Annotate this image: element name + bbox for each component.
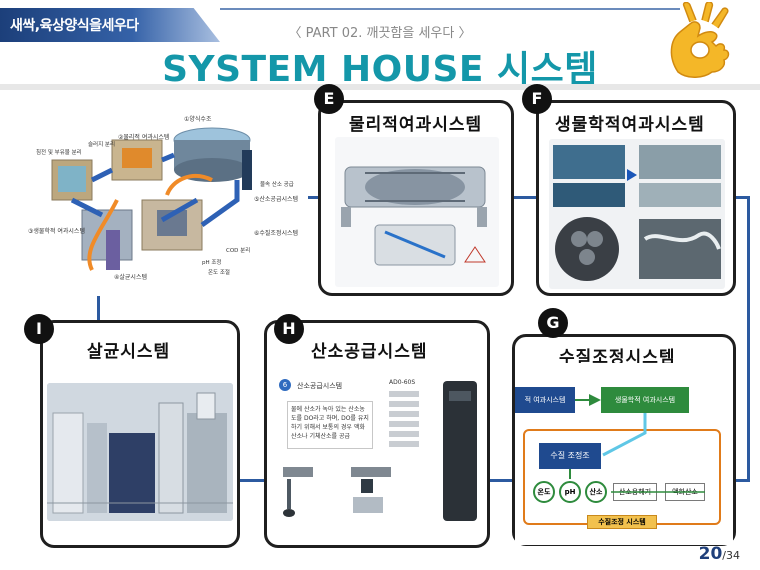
overview-note-1: 물속 산소 공급 — [260, 182, 294, 188]
physical-filter-box: 적 여과시스템 — [515, 387, 575, 413]
panel-title: 산소공급시스템 — [311, 342, 428, 362]
brand-text: 새싹,육상양식을세우다 — [10, 18, 139, 34]
panel-title: 생물학적여과시스템 — [555, 115, 705, 135]
liquid-oxygen-box: 액화산소 — [665, 483, 705, 501]
brand-tab: 새싹,육상양식을세우다 — [0, 8, 220, 42]
connector-line — [240, 479, 264, 482]
badge-e: E — [314, 84, 344, 114]
badge-g: G — [538, 308, 568, 338]
connector-line — [514, 196, 536, 199]
connector-line — [736, 196, 750, 199]
connector-line — [736, 479, 750, 482]
sensor-oxygen: 산소 — [585, 481, 607, 503]
header-divider — [0, 84, 760, 90]
oxygen-description: 물에 산소가 녹아 있는 산소농도를 DO라고 하며, DO를 유지하기 위해서… — [287, 401, 373, 449]
sensor-temp: 온도 — [533, 481, 555, 503]
drum-filter-image — [335, 137, 499, 287]
sterilizer-photo — [47, 383, 233, 521]
badge-f: F — [522, 84, 552, 114]
panel-water-quality: 수질조정시스템 적 여과시스템 생물학적 여과시스템 수질 조정조 온도 pH … — [512, 334, 736, 546]
panel-physical-filtration: 물리적여과시스템 — [318, 100, 514, 296]
overview-note-6: 침전 및 부유물 분리 — [36, 150, 82, 156]
panel-sterilization: 살균시스템 — [40, 320, 240, 548]
dissolver-box: 산소용해기 — [613, 483, 657, 501]
overview-label-6: ⑥수질조정시스템 — [254, 230, 299, 237]
adjust-tank-box: 수질 조정조 — [539, 443, 601, 469]
page-number: 20/34 — [699, 544, 740, 564]
connector-line — [300, 196, 320, 199]
overview-note-4: 온도 조절 — [208, 270, 230, 276]
overview-label-1: ①양식수조 — [184, 116, 212, 123]
overview-label-2: ②물리적 여과시스템 — [118, 134, 170, 141]
page-title: SYSTEM HOUSE 시스템 — [162, 49, 598, 90]
oxygen-diagram: 6 산소공급시스템 물에 산소가 녹아 있는 산소농도를 DO라고 하며, DO… — [273, 371, 485, 531]
part-subtitle: 〈 PART 02. 깨끗함을 세우다 〉 — [288, 26, 472, 41]
panel-oxygen-supply: 산소공급시스템 6 산소공급시스템 물에 산소가 녹아 있는 산소농도를 DO라… — [264, 320, 490, 548]
ok-hand-icon — [670, 2, 730, 78]
connector-line — [490, 479, 512, 482]
connector-line — [747, 196, 750, 482]
connector-line — [97, 296, 100, 320]
badge-i: I — [24, 314, 54, 344]
water-quality-diagram: 적 여과시스템 생물학적 여과시스템 수질 조정조 온도 pH 산소 산소용해기… — [515, 363, 733, 545]
panel-bio-filtration: 생물학적여과시스템 — [536, 100, 736, 296]
header-line — [220, 8, 680, 10]
step-number-icon: 6 — [279, 379, 291, 391]
overview-label-4: ④살균시스템 — [114, 274, 147, 281]
overview-note-2: COD 분리 — [226, 248, 251, 254]
overview-label-3: ③생물학적 여과시스템 — [28, 228, 85, 235]
page-current: 20 — [698, 544, 723, 564]
badge-h: H — [274, 314, 304, 344]
overview-diagram: ①양식수조 ②물리적 여과시스템 ③생물학적 여과시스템 ④살균시스템 ⑤산소공… — [22, 100, 308, 296]
overview-note-5: 슬러지 분리 — [88, 142, 116, 148]
panel-title: 물리적여과시스템 — [349, 115, 483, 135]
oxygen-model: AD0-60S — [389, 379, 416, 386]
bio-filter-box: 생물학적 여과시스템 — [601, 387, 689, 413]
oxygen-inner-heading: 산소공급시스템 — [297, 382, 343, 390]
overview-note-3: pH 조정 — [202, 260, 222, 266]
diagram-footer-label: 수질조정 시스템 — [587, 515, 657, 529]
panel-title: 살균시스템 — [87, 342, 171, 362]
page-total: /34 — [722, 549, 740, 562]
bio-media-image — [549, 139, 725, 289]
sensor-ph: pH — [559, 481, 581, 503]
overview-label-5: ⑤산소공급시스템 — [254, 196, 299, 203]
